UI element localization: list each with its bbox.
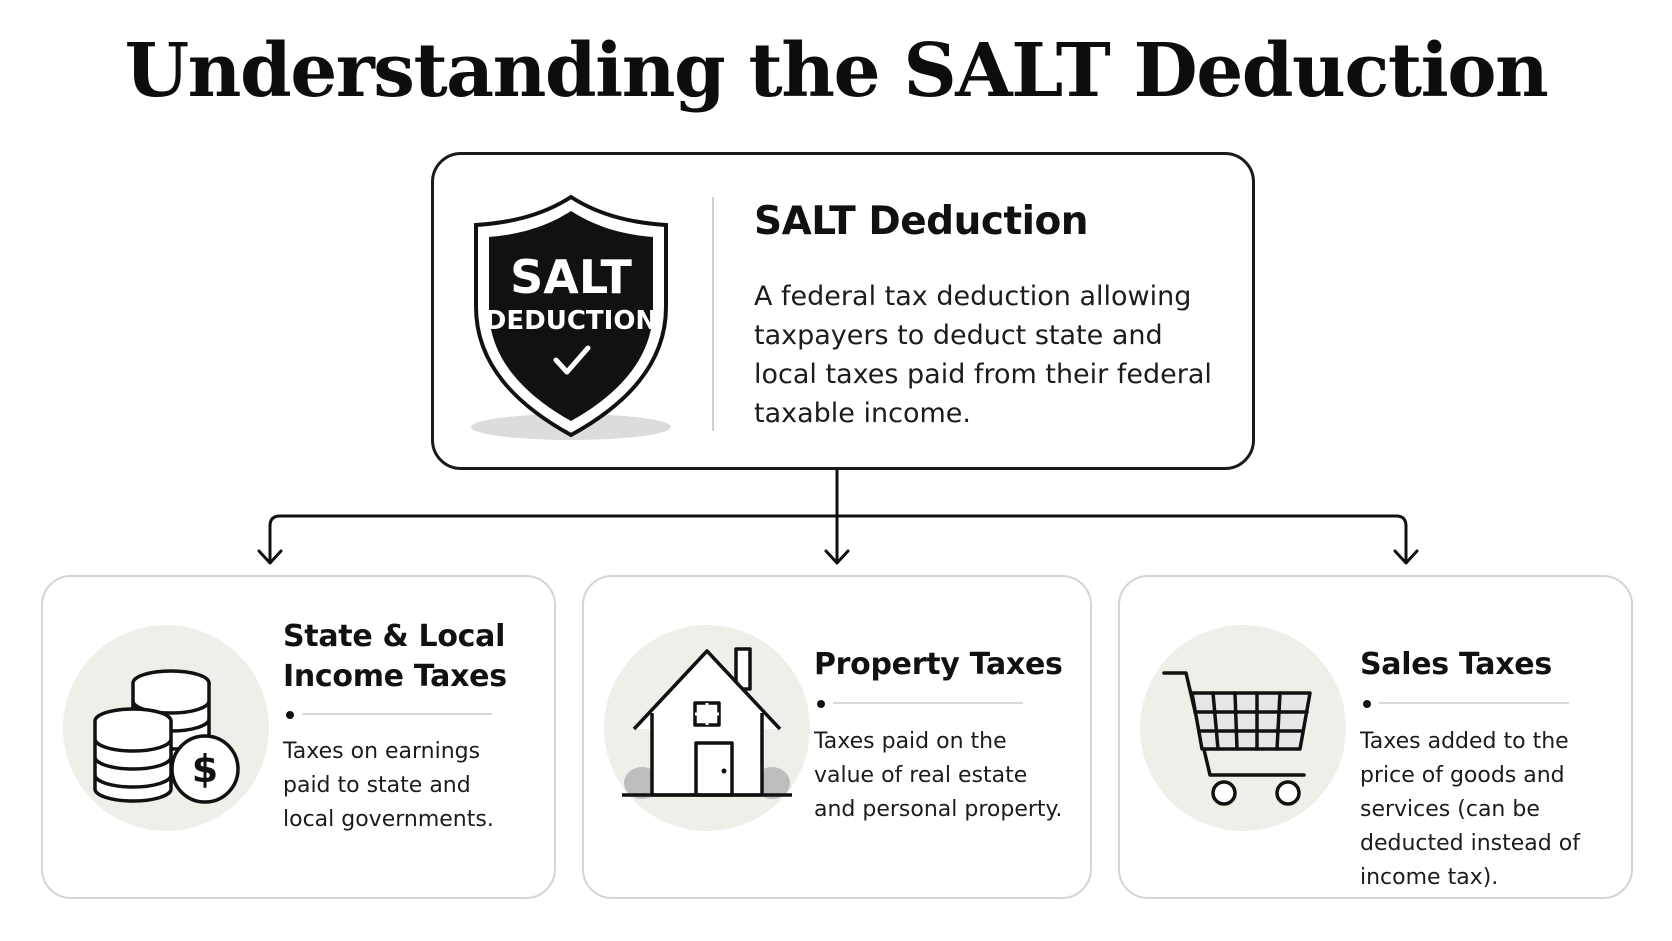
badge-line1: SALT	[510, 250, 632, 304]
connector-branch	[268, 514, 1408, 564]
salt-deduction-card: SALT DEDUCTION SALT Deduction A federal …	[431, 152, 1255, 470]
badge-line2: DEDUCTION	[485, 306, 657, 336]
card-description: Taxes on earnings paid to state and loca…	[283, 739, 494, 832]
shield-icon: SALT DEDUCTION	[468, 185, 674, 445]
arrow-head-left	[257, 549, 283, 565]
category-card-income: $ State & Local Income Taxes Taxes on ea…	[41, 575, 556, 899]
card-title: State & Local Income Taxes	[283, 619, 507, 694]
card-title: Property Taxes	[814, 647, 1063, 682]
title-rule	[1379, 702, 1569, 704]
coins-dollar-icon: $	[63, 625, 269, 831]
bullet-dot	[286, 711, 294, 719]
bullet-dot	[1363, 700, 1371, 708]
category-card-property: Property Taxes Taxes paid on the value o…	[582, 575, 1092, 899]
shopping-cart-icon	[1140, 625, 1346, 831]
bullet-dot	[817, 700, 825, 708]
card-title: Sales Taxes	[1360, 647, 1552, 682]
category-card-sales: Sales Taxes Taxes added to the price of …	[1118, 575, 1633, 899]
svg-text:$: $	[192, 747, 218, 791]
house-icon	[604, 625, 810, 831]
main-heading: SALT Deduction	[754, 199, 1089, 244]
page-title: Understanding the SALT Deduction	[124, 28, 1549, 114]
main-description: A federal tax deduction allowing taxpaye…	[754, 281, 1212, 429]
title-rule	[833, 702, 1023, 704]
title-rule	[302, 713, 492, 715]
arrow-head-right	[1393, 549, 1419, 565]
divider	[712, 197, 714, 431]
arrow-head-center	[824, 549, 850, 565]
card-description: Taxes added to the price of goods and se…	[1360, 729, 1580, 890]
card-description: Taxes paid on the value of real estate a…	[814, 729, 1063, 822]
checkmark-icon	[553, 345, 591, 375]
